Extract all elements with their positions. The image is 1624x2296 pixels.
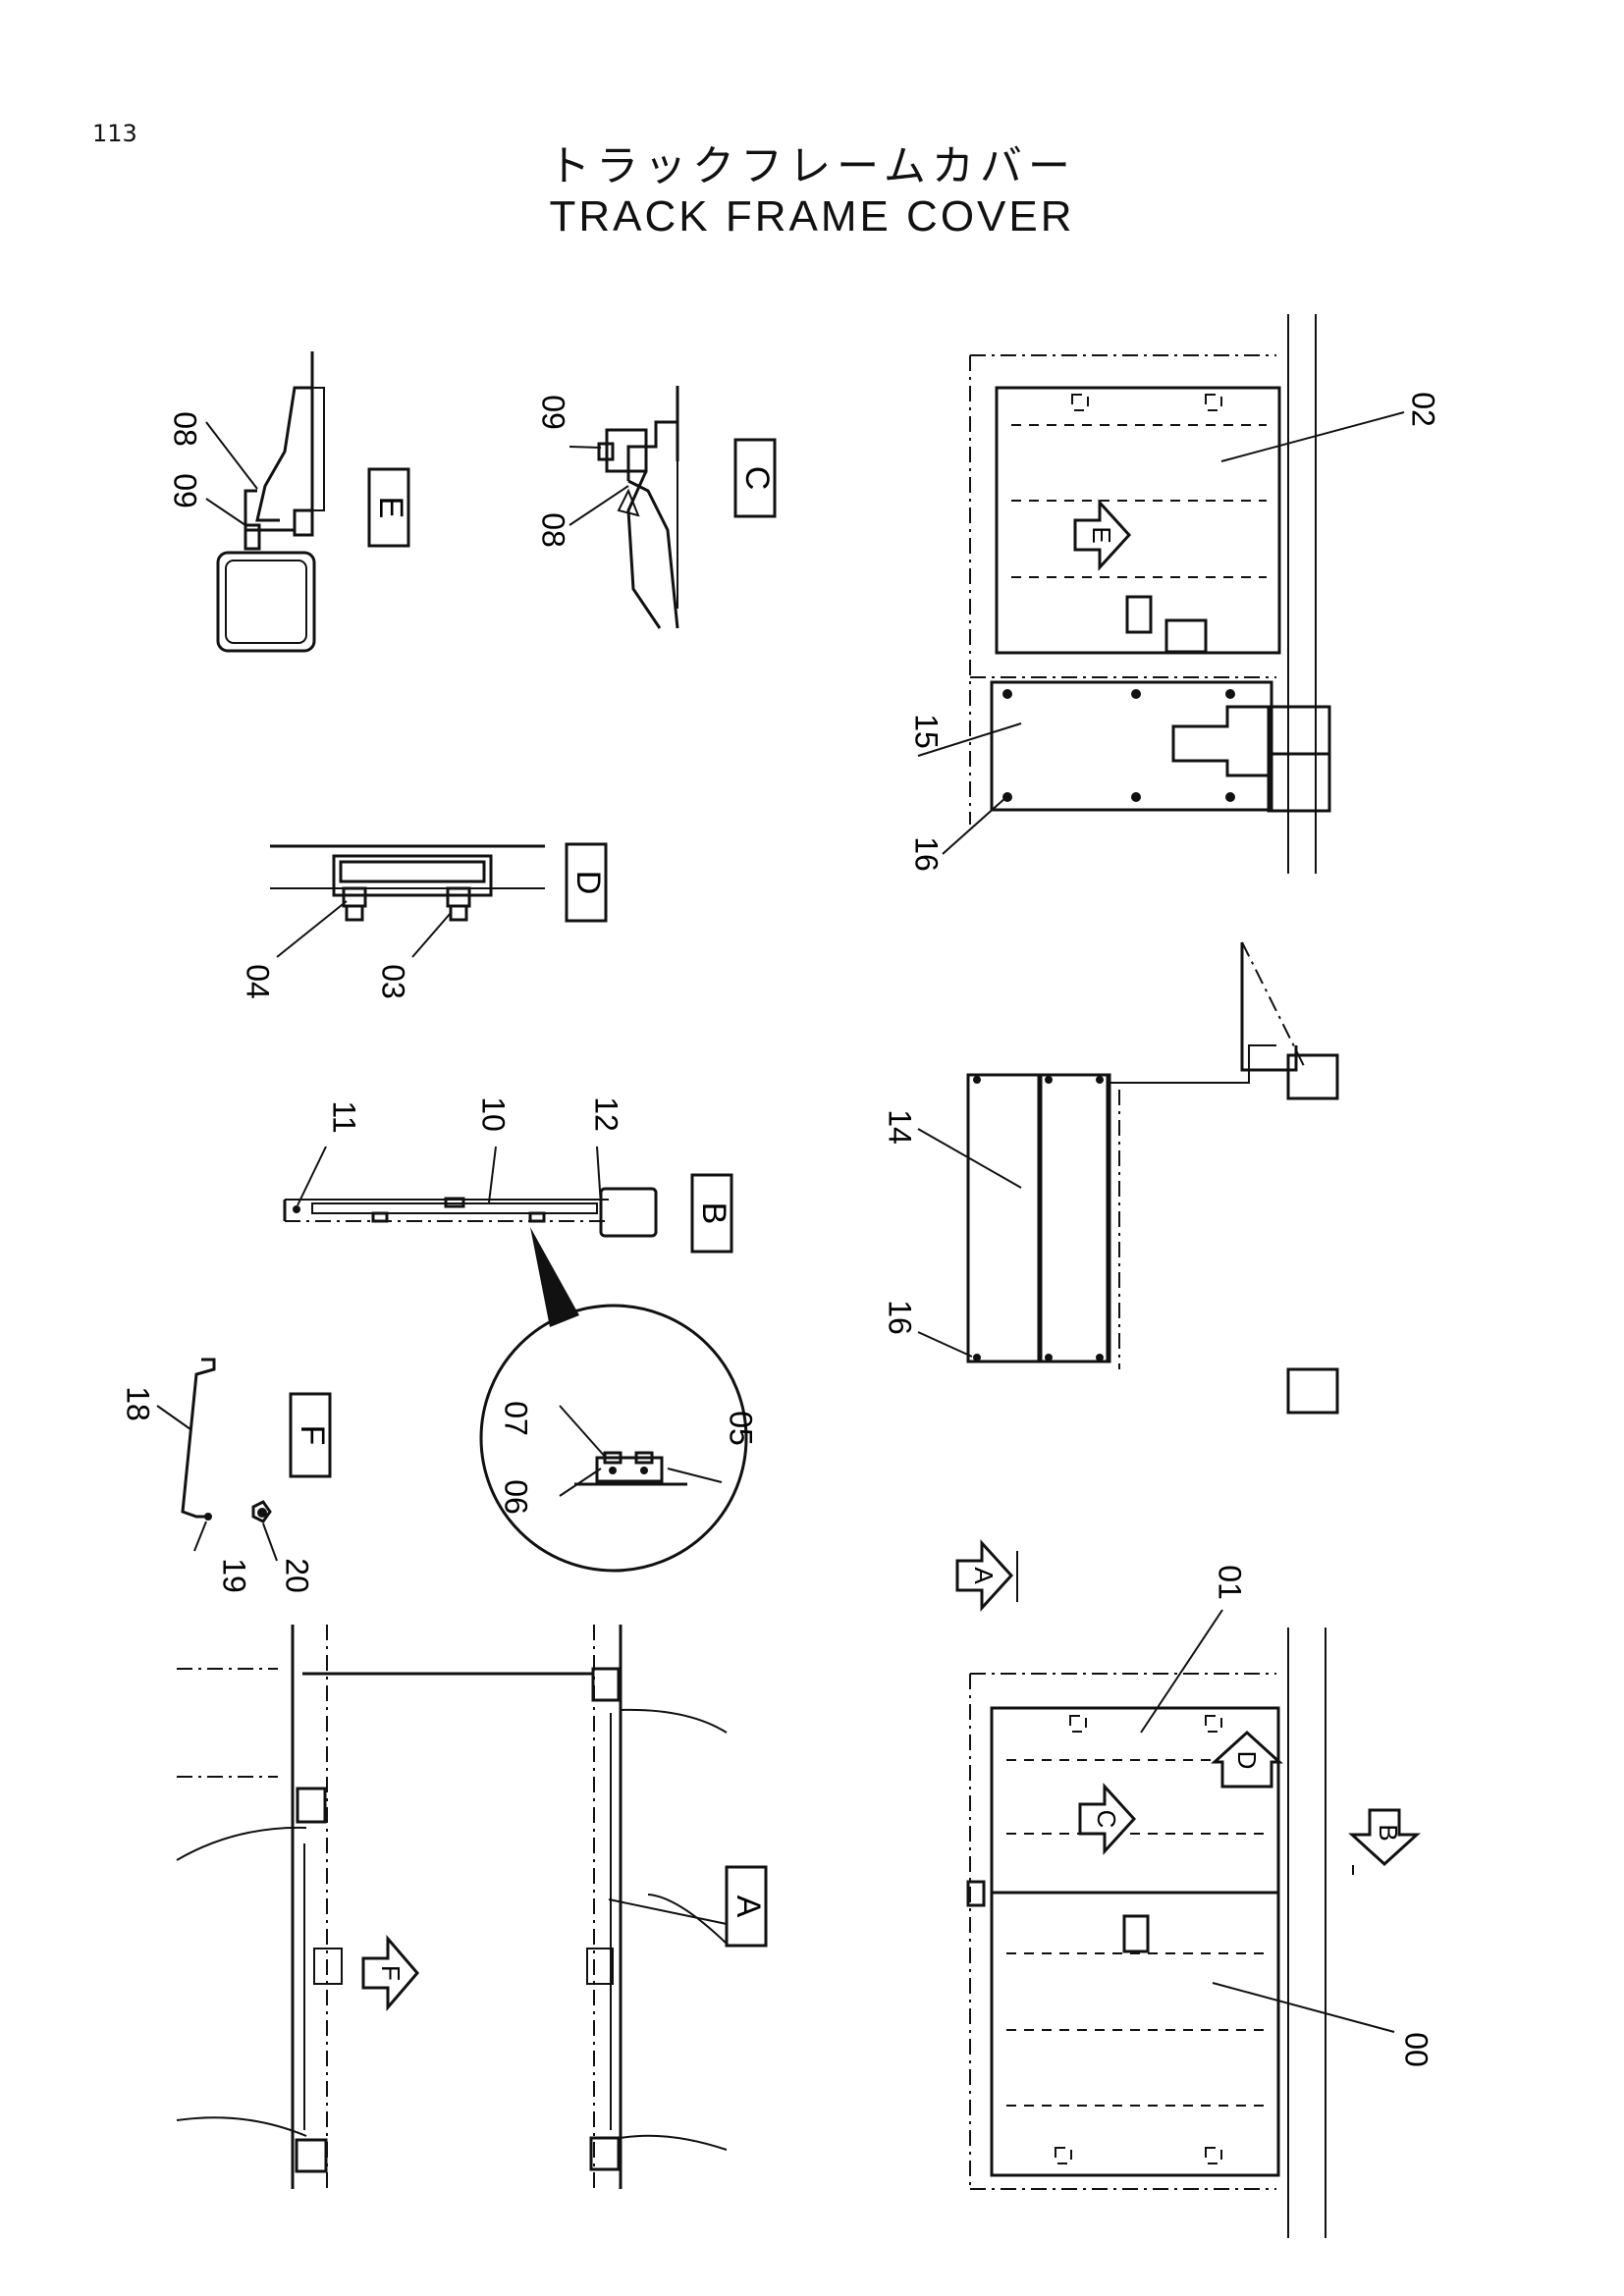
view-a-label-box — [725, 1865, 768, 1948]
page-number: 113 — [92, 120, 137, 147]
view-e-label-box — [367, 467, 410, 548]
view-f-arrow — [361, 1934, 419, 2012]
part-09b-label: 09 — [536, 395, 571, 430]
view-d-label-box — [565, 842, 608, 923]
page-title-japanese: トラックフレームカバー — [548, 142, 1076, 191]
part-06-label: 06 — [499, 1479, 534, 1515]
part-00-label: 00 — [1399, 2032, 1435, 2067]
cover-00-01-assembly: A C D B 01 00 — [955, 1539, 1435, 2238]
view-f-arrow-label: F — [376, 1965, 406, 1981]
cover-02-assembly: E 02 15 16 — [909, 314, 1441, 874]
view-d-arrow — [1211, 1730, 1283, 1789]
part-09-label: 09 — [168, 473, 203, 508]
view-d-label: D — [569, 871, 607, 895]
part-02-label: 02 — [1406, 392, 1441, 427]
part-07-label: 07 — [499, 1401, 534, 1436]
part-20-label: 20 — [280, 1558, 315, 1593]
view-e-label: E — [372, 497, 409, 519]
view-f-label: F — [294, 1425, 331, 1446]
part-08b-label: 08 — [536, 512, 571, 548]
part-16-label: 16 — [909, 836, 945, 872]
view-b-detail: B 11 10 12 — [283, 1096, 733, 1254]
view-b-arrow-label: B — [1374, 1824, 1403, 1841]
view-a-arrow — [955, 1539, 1014, 1612]
part-12-label: 12 — [589, 1096, 624, 1132]
part-15-label: 15 — [909, 714, 945, 749]
part-14-label: 14 — [883, 1109, 918, 1145]
view-e-arrow — [1073, 499, 1132, 571]
view-d-detail: D 04 03 — [241, 842, 608, 999]
view-b-label-box — [690, 1173, 733, 1254]
view-f-detail: F 18 19 20 — [121, 1358, 332, 1593]
part-04-label: 04 — [241, 964, 276, 999]
view-c-arrow — [1078, 1783, 1137, 1855]
view-c-label: C — [738, 466, 776, 491]
part-03-label: 03 — [376, 964, 411, 999]
part-10-label: 10 — [476, 1096, 512, 1132]
part-19-label: 19 — [217, 1558, 252, 1593]
view-a-label: A — [730, 1896, 767, 1918]
view-f-label-box — [289, 1392, 332, 1478]
view-e-detail: E 08 09 — [168, 351, 410, 653]
view-b-arrow — [1348, 1808, 1421, 1867]
view-e-arrow-label: E — [1087, 526, 1116, 543]
part-16b-label: 16 — [883, 1300, 918, 1335]
view-d-arrow-label: D — [1232, 1751, 1262, 1770]
frame-plan-view: A F — [176, 1625, 768, 2189]
cover-14-assembly: 14 16 — [883, 941, 1339, 1415]
view-b-label: B — [695, 1202, 732, 1225]
part-18-label: 18 — [121, 1386, 156, 1421]
view-c-detail: C 09 08 — [536, 386, 777, 629]
part-01-label: 01 — [1213, 1565, 1248, 1600]
part-08-label: 08 — [168, 411, 203, 447]
view-c-arrow-label: C — [1092, 1810, 1121, 1829]
part-05-label: 05 — [724, 1411, 759, 1446]
magnified-detail: 07 06 05 — [479, 1227, 759, 1573]
view-c-label-box — [733, 438, 777, 518]
view-a-arrow-label: A — [969, 1567, 999, 1584]
part-11-label: 11 — [327, 1100, 362, 1133]
page-title-english: TRACK FRAME COVER — [549, 192, 1075, 240]
